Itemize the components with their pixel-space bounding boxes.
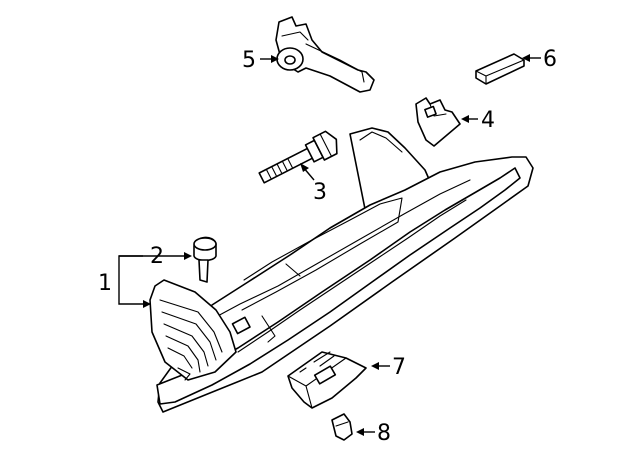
callout-5-label: 5 <box>242 48 256 73</box>
glove-box-assembly <box>149 127 534 413</box>
callout-7: 7 <box>371 355 406 380</box>
callout-8: 8 <box>356 421 391 446</box>
callout-6-label: 6 <box>543 47 557 72</box>
callout-4-label: 4 <box>481 108 495 133</box>
clip <box>331 413 353 441</box>
bumper-stop <box>193 236 217 283</box>
callout-2-label: 2 <box>150 244 164 269</box>
callout-7-label: 7 <box>392 355 406 380</box>
latch-assembly <box>287 351 367 409</box>
callout-6: 6 <box>522 47 557 72</box>
hinge-support <box>275 16 375 93</box>
callout-1: 1 <box>98 252 192 308</box>
callout-4: 4 <box>461 108 495 133</box>
callout-3: 3 <box>300 163 327 205</box>
bolt <box>258 130 338 184</box>
callout-2: 2 <box>150 244 164 269</box>
pad <box>475 53 525 85</box>
callout-1-label: 1 <box>98 271 112 296</box>
callout-8-label: 8 <box>377 421 391 446</box>
callout-5: 5 <box>242 48 279 73</box>
bracket <box>415 97 461 147</box>
callout-3-label: 3 <box>313 180 327 205</box>
